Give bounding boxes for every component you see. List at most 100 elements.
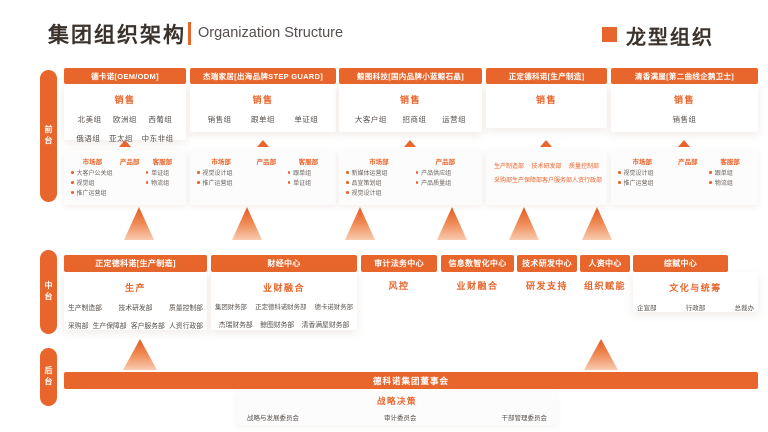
group: 单证组 — [294, 115, 319, 124]
dept-column: 市场部 视觉设计组 推广运营组 — [616, 156, 669, 202]
function-label: 销售 — [252, 95, 274, 105]
page-title: 集团组织架构 — [48, 24, 186, 47]
committee: 干部管理委员会 — [501, 415, 548, 422]
front-company-1-header: 德卡诺[OEM/ODM] — [64, 68, 186, 84]
function-label: 业财融合 — [456, 281, 499, 291]
dept-items: 大客户公关组 视觉组 推广运营组 — [69, 169, 116, 199]
page-subtitle: Organization Structure — [198, 25, 344, 41]
group: 欧洲组 — [112, 115, 137, 124]
dept-column: 市场部 新媒体运营组 品宣策划组 视觉设计组 — [344, 156, 414, 202]
up-triangle-icon — [404, 140, 416, 147]
bullet-item: 物流组 — [146, 179, 181, 189]
group-row: 北美组 欧洲组 西葡组 — [64, 114, 186, 125]
dept-label: 市场部 — [632, 159, 653, 166]
dept-label: 市场部 — [211, 159, 231, 166]
group: 亚太组 — [108, 134, 133, 143]
up-arrow-icon — [124, 207, 154, 240]
dept-items: 产品供应组 产品质量组 — [414, 169, 477, 189]
dept-label: 市场部 — [82, 159, 103, 166]
dept-column: 客服部 单证组 物流组 — [144, 156, 181, 202]
front-company-2-subcard: 市场部 视觉设计组 推广运营组 产品部 客服部 跟单组 单证组 — [190, 150, 336, 205]
front-company-5-card: 销售 销售组 — [611, 84, 758, 132]
title-divider — [188, 22, 191, 45]
dept-column: 产品部 产品供应组 产品质量组 — [414, 156, 477, 202]
dept-column: 产品部 — [247, 156, 286, 202]
band-tab-front-label: 前台 — [44, 125, 53, 147]
front-company-2-header: 杰瑞家居[出海品牌STEP GUARD] — [190, 68, 336, 84]
function-label: 销售 — [535, 95, 557, 105]
function-label: 业财融合 — [262, 283, 305, 293]
dept: 客户服务部 — [542, 178, 573, 184]
group: 销售组 — [672, 115, 697, 124]
dept-row: 杰瑞财务部 鲸图财务部 清香满屋财务部 — [211, 319, 357, 329]
bullet-item: 视觉组 — [71, 179, 116, 189]
function-label: 文化与统筹 — [669, 283, 722, 293]
middle-center-1-card: 生产 生产制造部 技术研发部 质量控制部 采购部 生产保障部 客户服务部 人资行… — [64, 272, 207, 330]
dept: 总裁办 — [734, 305, 755, 312]
function-label: 组织赋能 — [583, 281, 626, 291]
middle-center-2-header: 财经中心 — [211, 255, 357, 272]
function-label: 销售 — [399, 95, 421, 105]
bullet-item: 产品供应组 — [416, 169, 477, 179]
function-label: 生产 — [124, 283, 146, 293]
dept: 质量控制部 — [568, 164, 599, 170]
dept: 企宣部 — [637, 305, 657, 312]
band-tab-front: 前台 — [40, 70, 57, 202]
up-triangle-icon — [678, 140, 690, 147]
bullet-item: 视觉设计组 — [346, 189, 414, 199]
front-company-1-subcard: 市场部 大客户公关组 视觉组 推广运营组 产品部 客服部 单证组 物流组 — [64, 150, 186, 205]
dept-label: 客服部 — [720, 159, 740, 166]
bullet-item: 视觉设计组 — [197, 169, 247, 179]
band-tab-middle-label: 中台 — [44, 281, 53, 303]
group: 运营组 — [442, 115, 467, 124]
function-label: 销售 — [114, 95, 136, 105]
board-bar: 德科诺集团董事会 — [64, 372, 758, 389]
front-company-3-header: 鲸图科技[国内品牌小蓝鲸石晶] — [339, 68, 482, 84]
function-label: 研发支持 — [525, 281, 568, 291]
dept-label: 产品部 — [678, 159, 698, 166]
group-row: 销售组 跟单组 单证组 — [190, 114, 336, 125]
board-subcard: 战略决策 战略与发展委员会 审计委员会 干部管理委员会 — [237, 391, 557, 425]
bullet-item: 单证组 — [288, 179, 331, 189]
bullet-item: 跟单组 — [709, 169, 753, 179]
dept: 生产制造部 — [494, 164, 525, 170]
dept-column: 市场部 视觉设计组 推广运营组 — [195, 156, 247, 202]
front-company-2-card: 销售 销售组 跟单组 单证组 — [190, 84, 336, 132]
dept: 清香满屋财务部 — [301, 322, 350, 329]
group-row: 大客户组 招商组 运营组 — [339, 114, 482, 125]
committee: 审计委员会 — [384, 415, 417, 422]
front-company-4-header: 正定德科诺[生产制造] — [486, 68, 607, 84]
front-company-3-subcard: 市场部 新媒体运营组 品宣策划组 视觉设计组 产品部 产品供应组 产品质量组 — [339, 150, 482, 205]
bullet-item: 产品质量组 — [416, 179, 477, 189]
bullet-item: 推广运营组 — [618, 179, 669, 189]
up-triangle-icon — [257, 140, 269, 147]
middle-center-7-header: 综赋中心 — [633, 255, 728, 272]
dept-label: 市场部 — [369, 159, 389, 166]
dept: 采购部 — [494, 178, 513, 184]
badge-square-icon — [602, 27, 617, 42]
function-label: 风控 — [388, 281, 410, 291]
dept: 正定德科诺财务部 — [255, 304, 307, 311]
middle-center-1-header: 正定德科诺[生产制造] — [64, 255, 207, 272]
dept-label: 客服部 — [152, 159, 173, 166]
dept-row: 集团财务部 正定德科诺财务部 德卡诺财务部 — [211, 302, 357, 311]
up-arrow-icon — [345, 207, 375, 240]
group: 招商组 — [402, 115, 427, 124]
dept: 生产保障部 — [92, 323, 127, 330]
band-tab-back: 后台 — [40, 348, 57, 406]
dept-label: 产品部 — [435, 159, 456, 166]
dept-column: 产品部 — [669, 156, 708, 202]
up-arrow-icon — [509, 207, 539, 240]
band-tab-middle: 中台 — [40, 250, 57, 334]
dept-items: 跟单组 物流组 — [707, 169, 753, 189]
bullet-item: 跟单组 — [288, 169, 331, 179]
dept-row: 生产制造部 技术研发部 质量控制部 — [64, 302, 207, 312]
dept-column: 产品部 — [116, 156, 144, 202]
bullet-item: 大客户公关组 — [71, 169, 116, 179]
up-arrow-icon — [584, 339, 618, 370]
dept: 人资行政部 — [572, 178, 603, 184]
dept: 鲸图财务部 — [260, 322, 295, 329]
dept-column: 客服部 跟单组 物流组 — [707, 156, 753, 202]
committee-row: 战略与发展委员会 审计委员会 干部管理委员会 — [237, 412, 557, 422]
